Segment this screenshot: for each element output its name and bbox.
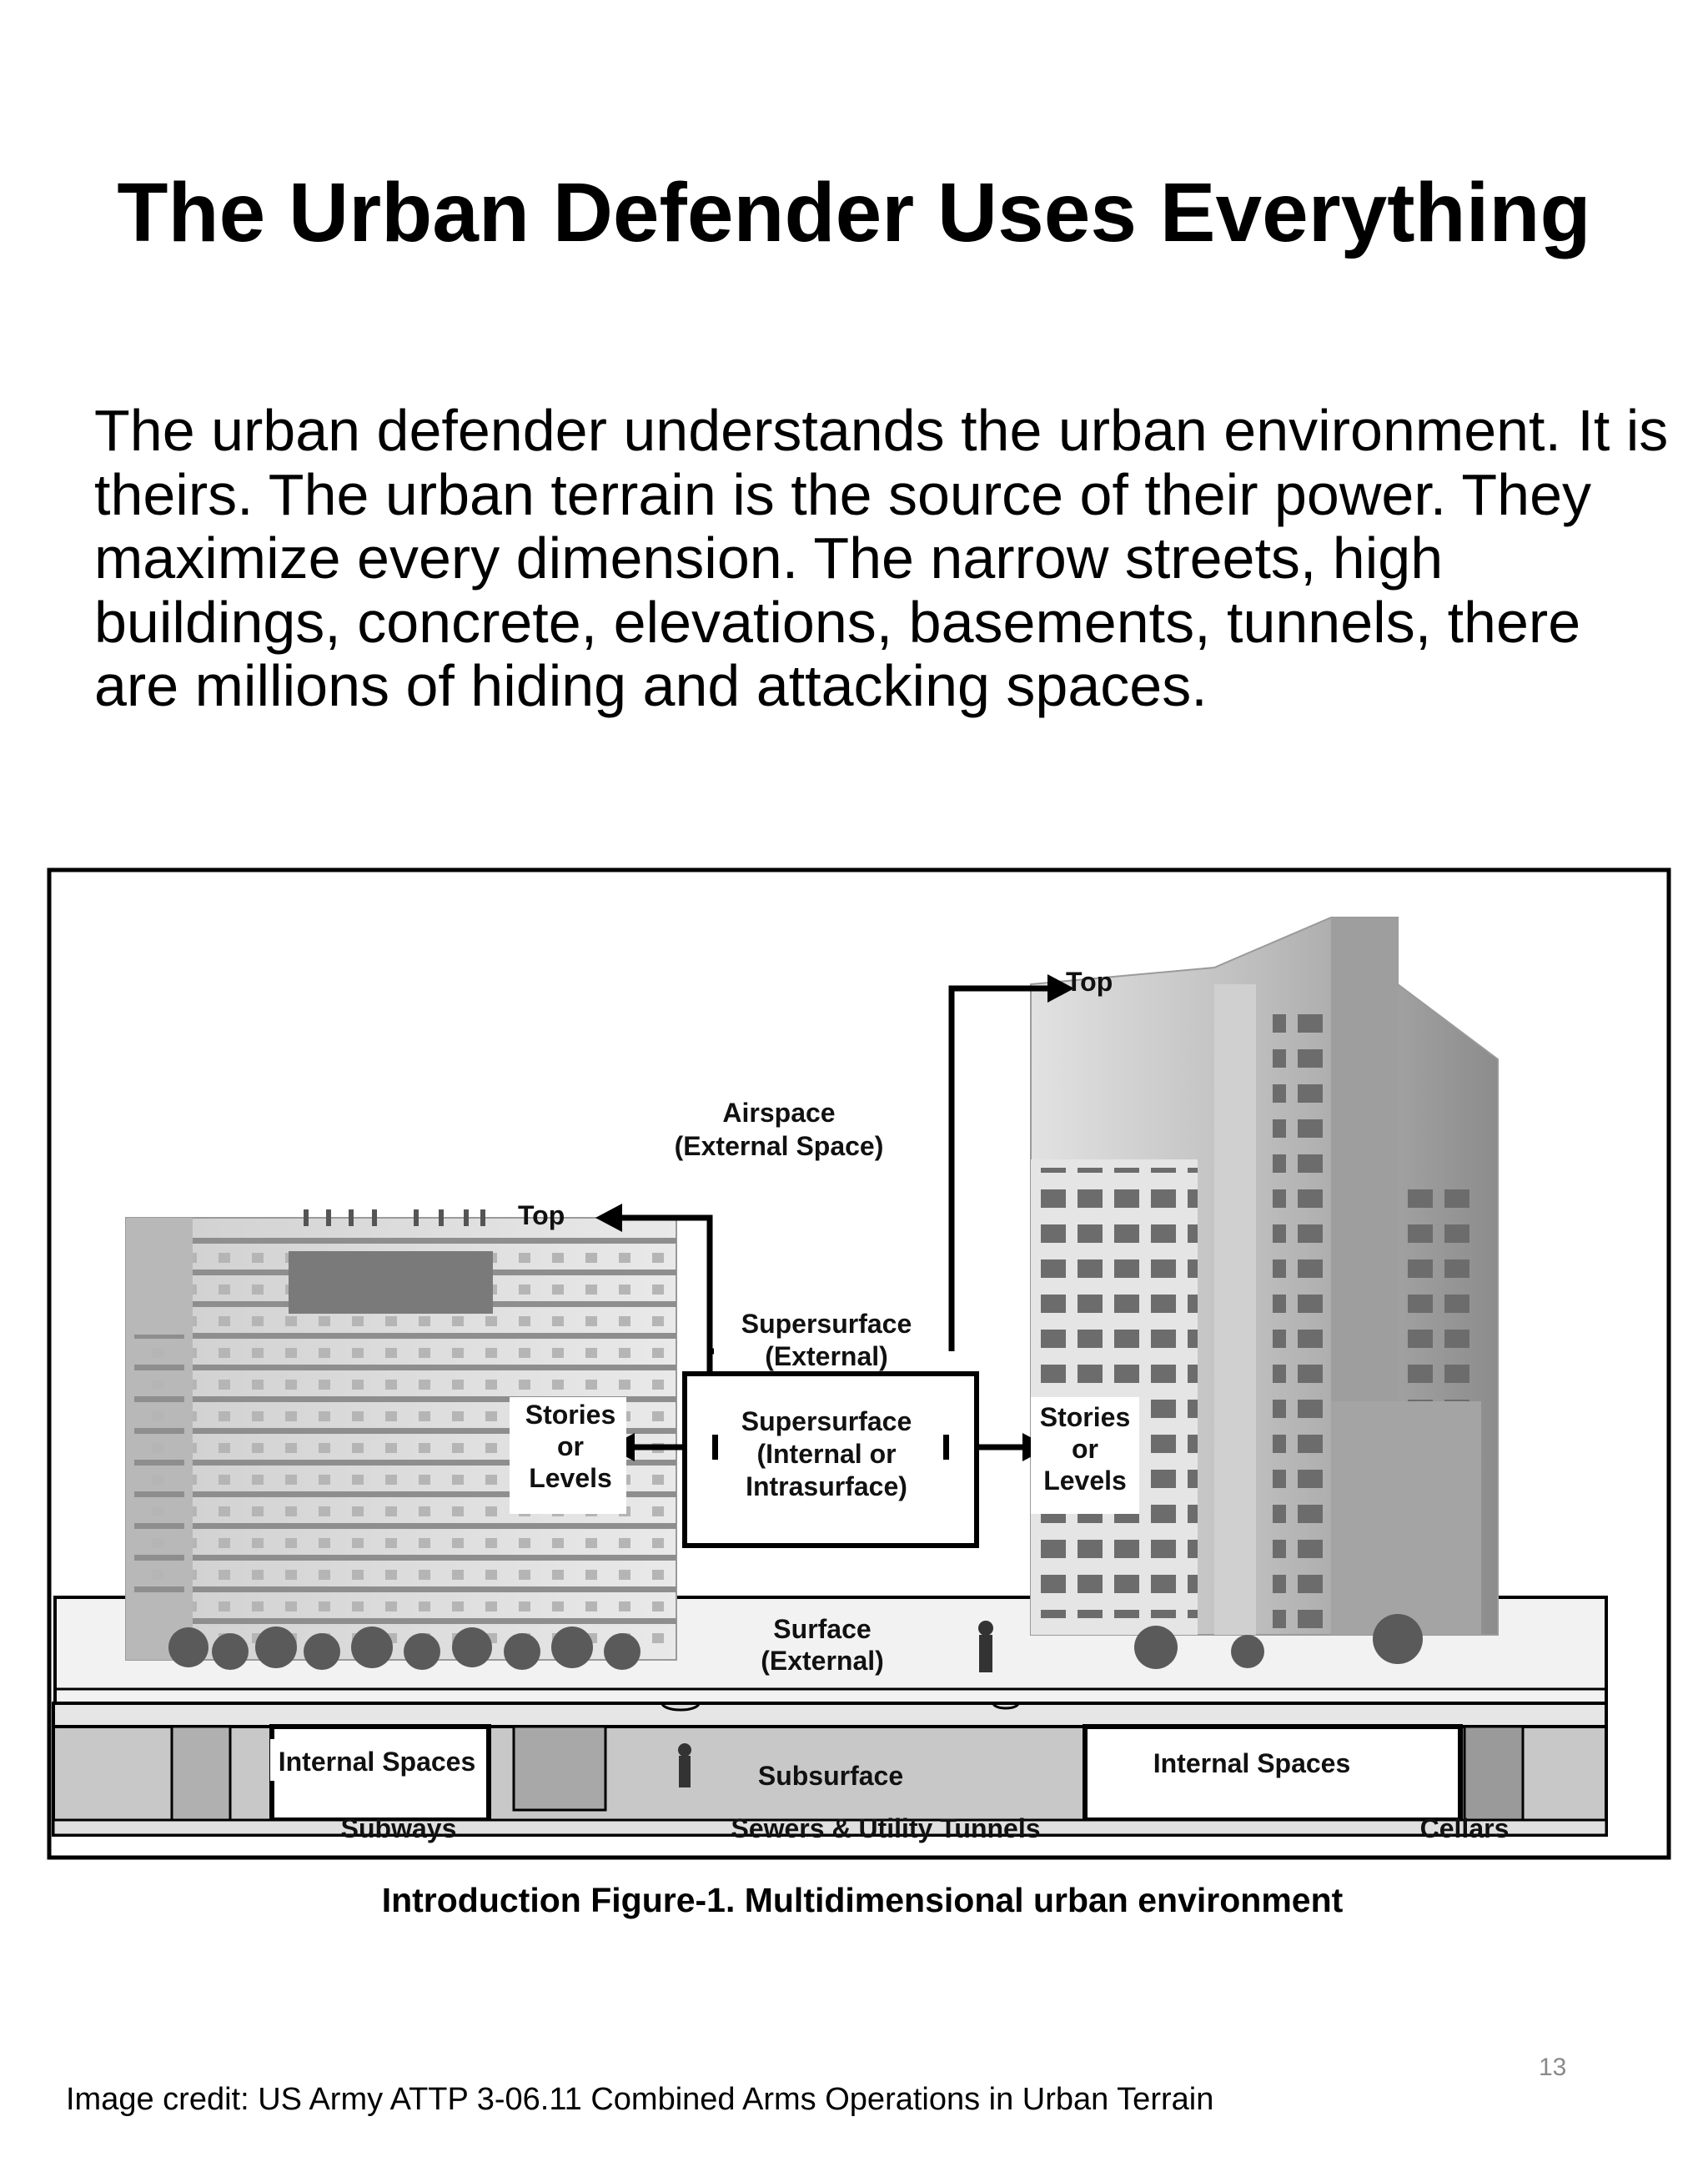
label-stories-right-2: or [1072,1434,1098,1464]
soldier-figures [678,1621,993,1787]
label-supersurface-external: Supersurface [741,1309,912,1339]
label-airspace: Airspace [722,1098,835,1128]
label-stories-right-3: Levels [1043,1466,1127,1496]
diagram-arrows [618,985,1047,1450]
intrasurface-box [682,1371,979,1548]
label-supersurface-internal-2: (Internal or [756,1439,896,1469]
label-stories-right-1: Stories [1040,1402,1130,1432]
slide-title: The Urban Defender Uses Everything [117,166,1591,259]
label-stories-left-3: Levels [529,1463,612,1493]
label-airspace-sub: (External Space) [675,1131,884,1161]
label-backgrounds [270,1397,1373,1783]
label-surface-sub: (External) [761,1646,884,1676]
label-supersurface-internal-1: Supersurface [741,1406,912,1436]
label-sewers: Sewers & Utility Tunnels [731,1813,1040,1843]
label-subsurface: Subsurface [758,1761,903,1791]
page-number: 13 [1539,2054,1567,2081]
label-supersurface-external-sub: (External) [765,1341,888,1371]
label-subways: Subways [341,1813,457,1843]
label-stories-left-1: Stories [525,1400,615,1430]
label-internal-spaces-right: Internal Spaces [1153,1748,1351,1778]
urban-environment-figure: Top Airspace (External Space) Top Supers… [47,867,1671,1860]
label-cellars: Cellars [1420,1813,1510,1843]
right-building [1030,917,1499,1669]
image-credit: Image credit: US Army ATTP 3-06.11 Combi… [66,2082,1214,2117]
label-internal-spaces-left: Internal Spaces [279,1747,476,1777]
label-supersurface-internal-3: Intrasurface) [746,1471,907,1501]
label-top-right: Top [1066,967,1113,997]
label-stories-left-2: or [557,1431,584,1461]
label-surface: Surface [773,1614,871,1644]
body-paragraph: The urban defender understands the urban… [94,398,1669,718]
label-top-left: Top [518,1200,565,1230]
figure-caption: Introduction Figure-1. Multidimensional … [381,1881,1344,1919]
left-building [125,1209,677,1670]
